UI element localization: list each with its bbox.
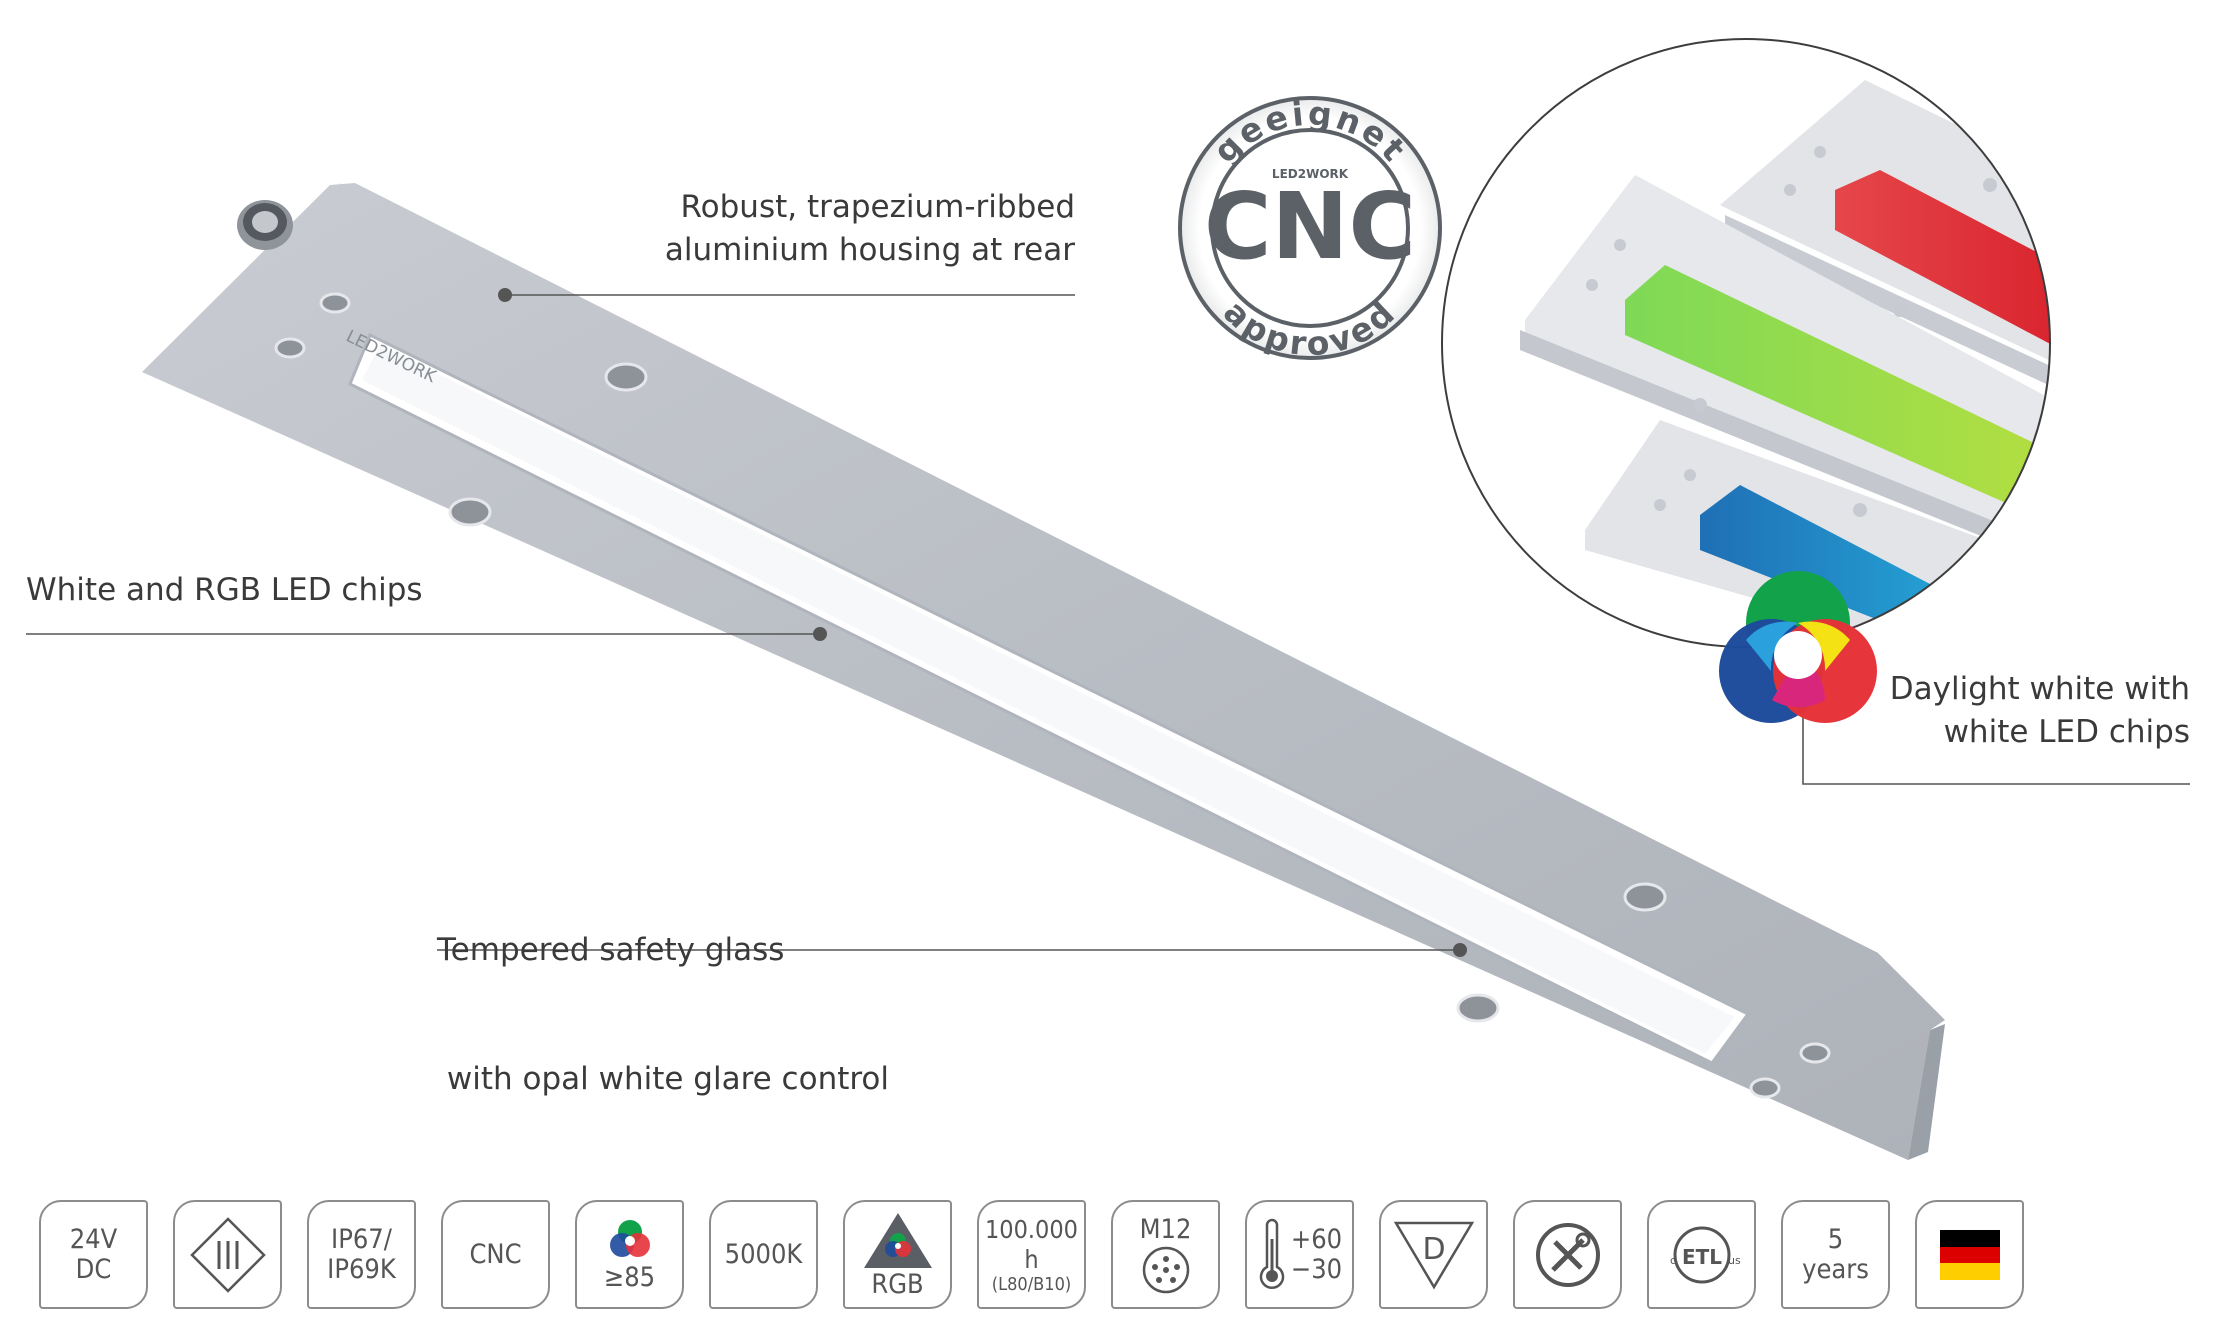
callout-glass: Tempered safety glass with opal white gl… (437, 843, 889, 1144)
badge-no-tools (1513, 1200, 1622, 1309)
m12-connector (237, 200, 293, 250)
cnc-approved-seal: geeignet approved LED2WORK CNC (1178, 93, 1442, 364)
etl-listed-icon: c ETL us (1670, 1226, 1741, 1283)
badge-lifetime-hours: 100.000 h (985, 1214, 1078, 1274)
badge-voltage-line1: 24V (69, 1223, 118, 1255)
badge-voltage: 24V DC (39, 1200, 148, 1309)
callout-housing-line2: aluminium housing at rear (664, 232, 1075, 268)
rgb-variants-zoom (1441, 38, 2051, 648)
callout-glass-line1: Tempered safety glass (437, 932, 785, 968)
badge-d-mark: D (1379, 1200, 1488, 1309)
thermometer-icon (1259, 1218, 1285, 1289)
badge-protection-class (173, 1200, 282, 1309)
badge-etl: c ETL us (1647, 1200, 1756, 1309)
callout-housing: Robust, trapezium-ribbed aluminium housi… (665, 186, 1075, 272)
m12-connector-icon (1142, 1246, 1189, 1293)
badge-connector-label: M12 (1139, 1213, 1192, 1245)
badge-warranty-number: 5 (1827, 1223, 1844, 1255)
callout-led-chips: White and RGB LED chips (26, 569, 423, 612)
rgb-triangle-icon (863, 1212, 932, 1268)
badge-warranty: 5 years (1781, 1200, 1890, 1309)
badge-connector: M12 (1111, 1200, 1220, 1309)
callout-daylight: Daylight white with white LED chips (1890, 668, 2190, 754)
badge-made-in-germany (1915, 1200, 2024, 1309)
led-lamp: LED2WORK (142, 183, 1945, 1160)
callout-housing-line1: Robust, trapezium-ribbed (680, 189, 1075, 225)
badge-cri: ≥85 (575, 1200, 684, 1309)
badge-ip-rating: IP67/ IP69K (307, 1200, 416, 1309)
badge-warranty-unit: years (1802, 1253, 1869, 1285)
protection-class-iii-icon (189, 1216, 266, 1293)
callout-daylight-line1: Daylight white with (1889, 671, 2190, 707)
badge-color-temp-value: 5000K (724, 1238, 803, 1270)
badge-cnc: CNC (441, 1200, 550, 1309)
etl-c: c (1670, 1254, 1676, 1267)
badge-temperature: +60 −30 (1245, 1200, 1354, 1309)
badge-color-temp: 5000K (709, 1200, 818, 1309)
german-flag-icon (1939, 1229, 2000, 1280)
badge-rgb: RGB (843, 1200, 952, 1309)
etl-us: us (1728, 1254, 1741, 1267)
badge-ip-line2: IP69K (327, 1253, 396, 1285)
etl-mark: ETL (1681, 1245, 1721, 1269)
badge-lifetime-rating: (L80/B10) (991, 1273, 1072, 1295)
rgb-mixing-icon (1719, 571, 1877, 723)
callout-daylight-line2: white LED chips (1943, 714, 2190, 750)
callout-glass-line2: with opal white glare control (437, 1061, 890, 1097)
badge-rgb-label: RGB (871, 1268, 924, 1300)
seal-cnc-text: CNC (1204, 173, 1416, 280)
d-triangle-icon: D (1393, 1221, 1474, 1289)
badge-temp-min: −30 (1290, 1253, 1343, 1285)
badge-voltage-line2: DC (75, 1253, 112, 1285)
badge-ip-line1: IP67/ (331, 1223, 392, 1255)
seal-brand: LED2WORK (1272, 167, 1349, 181)
callout-led-chips-line1: White and RGB LED chips (26, 572, 423, 608)
badge-temp-max: +60 (1290, 1223, 1343, 1255)
rgb-circles-icon (609, 1219, 650, 1257)
no-tools-icon (1535, 1222, 1600, 1287)
badge-cri-value: ≥85 (603, 1261, 656, 1293)
badge-lifetime: 100.000 h (L80/B10) (977, 1200, 1086, 1309)
badge-cnc-label: CNC (469, 1238, 522, 1270)
d-mark-letter: D (1422, 1232, 1445, 1267)
